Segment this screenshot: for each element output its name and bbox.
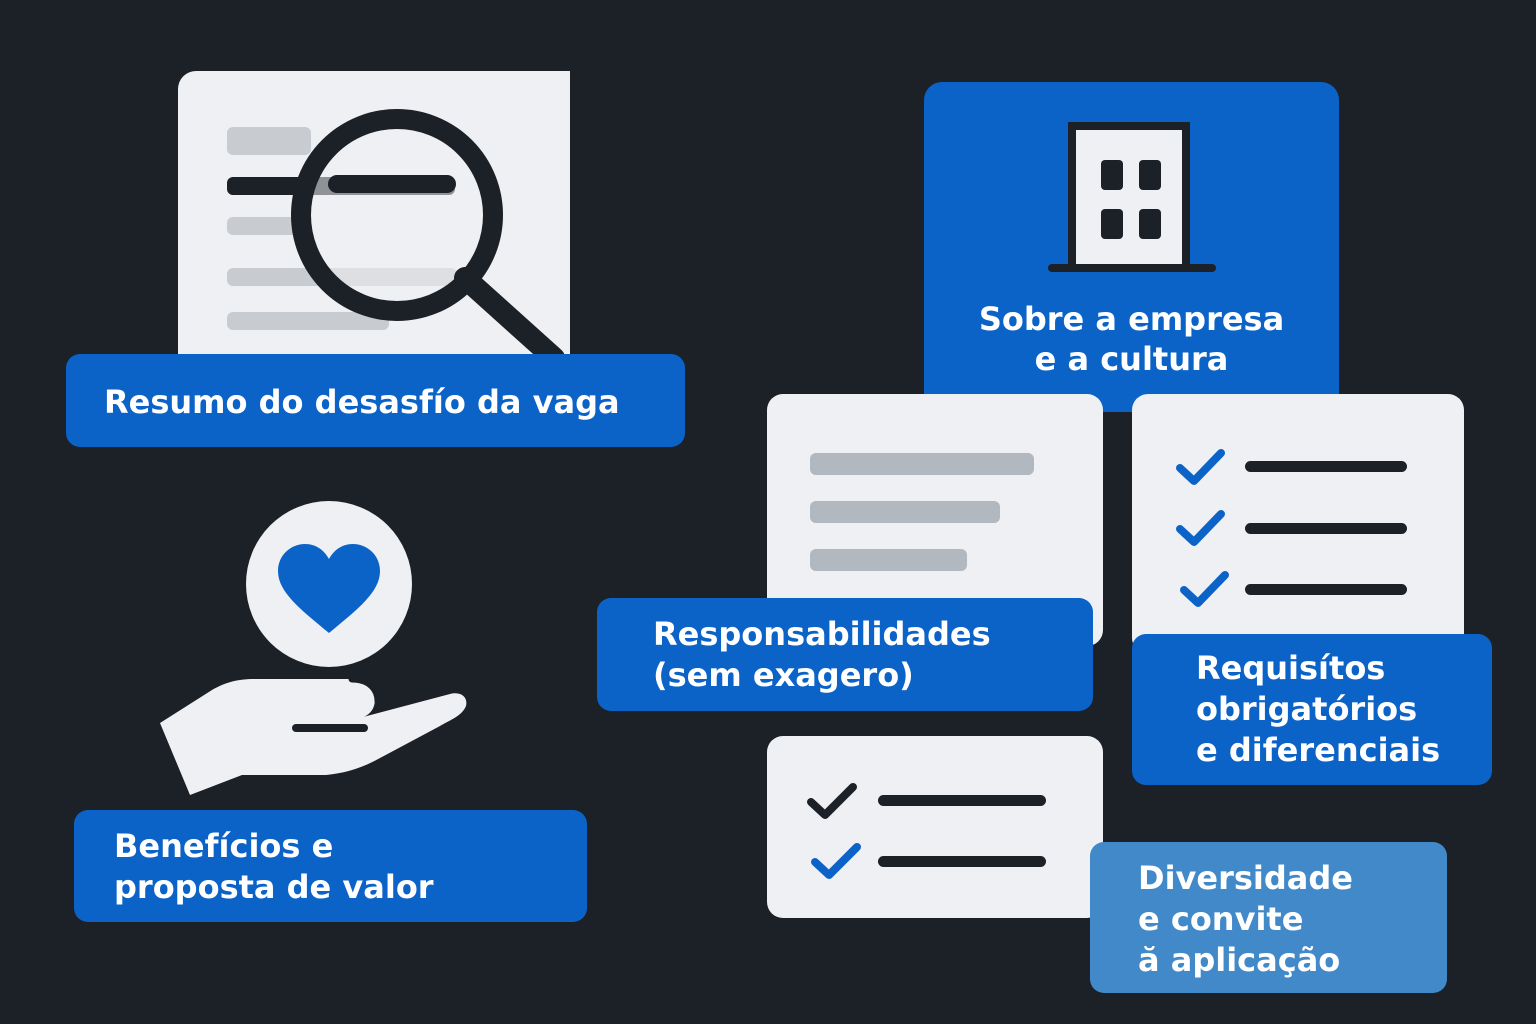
doc-text-line: [227, 312, 389, 330]
checklist-line: [1245, 461, 1407, 472]
checklist-line: [878, 856, 1046, 867]
checklist-line: [1245, 523, 1407, 534]
check-icon: [1176, 449, 1225, 485]
doc-text-line: [810, 453, 1034, 475]
diversity-checklist: [767, 736, 1103, 918]
building-icon: [1048, 122, 1216, 272]
doc-text-line: [227, 127, 311, 155]
check-icon: [811, 843, 861, 879]
requirements-checklist: [1132, 394, 1464, 654]
doc-text-line: [810, 501, 1000, 523]
doc-text-line: [227, 217, 297, 235]
job-summary-label: Resumo do desasfío da vaga: [66, 354, 685, 447]
heart-icon: [278, 544, 380, 633]
company-label: Sobre a empresa e a cultura: [978, 300, 1285, 378]
responsibilities-label: Responsabilidades (sem exagero): [597, 598, 1093, 711]
check-icon: [1180, 571, 1229, 607]
checklist-line: [1245, 584, 1407, 595]
doc-text-line: [810, 549, 967, 571]
diversity-label: Diversidade e convite ă aplicação: [1090, 842, 1447, 993]
hand-heart-icon: [160, 501, 467, 795]
benefits-label: Benefícios e proposta de valor: [74, 810, 587, 922]
checklist-line: [878, 795, 1046, 806]
requirements-label: Requisítos obrigatórios e diferenciais: [1132, 634, 1492, 785]
check-icon: [807, 783, 857, 819]
magnifying-glass-icon: [291, 109, 565, 369]
check-icon: [1176, 510, 1225, 546]
